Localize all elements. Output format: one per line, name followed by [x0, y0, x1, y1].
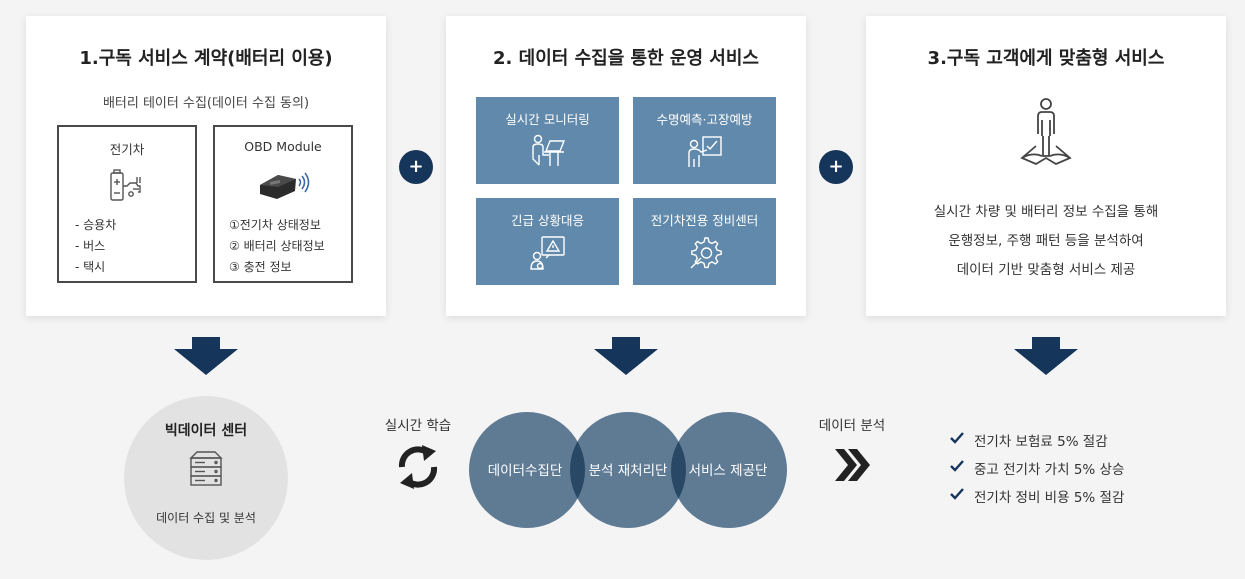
result-text: 전기차 보험료 5% 절감: [974, 434, 1108, 450]
obd-box: OBD Module ①전기차 상태정보 ② 배터리 상태정보 ③ 충전 정보: [213, 125, 353, 283]
venn-label-service: 서비스 제공단: [689, 463, 768, 479]
card-subtitle: 배터리 테이터 수집(데이터 수집 동의): [102, 96, 310, 111]
bigdata-center: 빅데이터 센터 데이터 수집 및 분석: [124, 396, 288, 560]
bigdata-title: 빅데이터 센터: [164, 423, 248, 439]
venn-diagram: 데이터수집단 분석 재처리단 서비스 제공단: [463, 405, 793, 539]
tile-label: 수명예측·고장예방: [656, 112, 753, 127]
down-arrow-icon: [594, 337, 658, 379]
venn-label-analysis: 분석 재처리단: [589, 463, 668, 479]
gear-wrench-icon: [685, 234, 725, 276]
plus-icon: +: [819, 150, 853, 184]
card-title: 2. 데이터 수집을 통한 운영 서비스: [493, 48, 759, 69]
obd-module-icon: [256, 167, 310, 205]
bigdata-subtitle: 데이터 수집 및 분석: [156, 511, 256, 525]
venn-circle-collection: [469, 412, 585, 528]
list-item: 전기차 정비 비용 5% 절감: [950, 482, 1124, 510]
list-item: - 택시: [75, 260, 106, 274]
tile-realtime-monitoring: 실시간 모니터링: [476, 97, 619, 184]
sync-icon: [396, 441, 440, 497]
operation-service-card: 2. 데이터 수집을 통한 운영 서비스 실시간 모니터링 수명예측·고장예방: [446, 16, 806, 316]
plus-icon: +: [399, 150, 433, 184]
description-line: 데이터 기반 맞춤형 서비스 제공: [956, 262, 1136, 278]
check-icon: [950, 488, 964, 504]
person-standing-icon: [1016, 96, 1076, 172]
results-checklist: 전기차 보험료 5% 절감 중고 전기차 가치 5% 상승 전기차 정비 비용 …: [950, 426, 1124, 510]
list-item: ② 배터리 상태정보: [229, 239, 325, 253]
list-item: 전기차 보험료 5% 절감: [950, 426, 1124, 454]
obd-box-title: OBD Module: [244, 139, 322, 154]
person-checklist-icon: [685, 133, 725, 175]
tile-label: 실시간 모니터링: [505, 112, 590, 127]
ev-battery-charging-icon: [107, 167, 147, 207]
description-line: 실시간 차량 및 배터리 정보 수집을 통해: [933, 204, 1159, 220]
custom-service-card: 3.구독 고객에게 맞춤형 서비스 실시간 차량 및 배터리 정보 수집을 통해…: [866, 16, 1226, 316]
check-icon: [950, 432, 964, 448]
learning-label: 실시간 학습: [384, 418, 452, 434]
check-icon: [950, 460, 964, 476]
result-text: 중고 전기차 가치 5% 상승: [974, 462, 1125, 478]
down-arrow-icon: [174, 337, 238, 379]
venn-label-collection: 데이터수집단: [488, 463, 563, 479]
analysis-label: 데이터 분석: [818, 418, 886, 434]
list-item: ①전기차 상태정보: [229, 218, 321, 232]
tile-life-prediction: 수명예측·고장예방: [633, 97, 776, 184]
ev-box: 전기차 - 승용차 - 버스 - 택시: [57, 125, 197, 283]
person-laptop-icon: [528, 133, 568, 175]
card-title: 3.구독 고객에게 맞춤형 서비스: [927, 48, 1165, 69]
warning-alert-icon: [528, 234, 568, 276]
double-chevron-right-icon: [833, 447, 871, 487]
tile-emergency-response: 긴급 상황대응: [476, 198, 619, 285]
venn-circle-service: [671, 412, 787, 528]
venn-circle-analysis: [570, 412, 686, 528]
list-item: 중고 전기차 가치 5% 상승: [950, 454, 1124, 482]
down-arrow-icon: [1014, 337, 1078, 379]
card-title: 1.구독 서비스 계약(배터리 이용): [79, 48, 333, 69]
ev-box-title: 전기차: [109, 142, 145, 157]
list-item: - 버스: [75, 239, 106, 253]
tile-label: 전기차전용 정비센터: [650, 213, 759, 228]
server-icon: [189, 450, 223, 492]
list-item: - 승용차: [75, 218, 117, 232]
subscription-contract-card: 1.구독 서비스 계약(배터리 이용) 배터리 테이터 수집(데이터 수집 동의…: [26, 16, 386, 316]
description-line: 운행정보, 주행 패턴 등을 분석하여: [948, 233, 1144, 249]
tile-ev-service-center: 전기차전용 정비센터: [633, 198, 776, 285]
list-item: ③ 충전 정보: [229, 260, 292, 274]
tile-label: 긴급 상황대응: [511, 213, 584, 228]
result-text: 전기차 정비 비용 5% 절감: [974, 490, 1125, 506]
